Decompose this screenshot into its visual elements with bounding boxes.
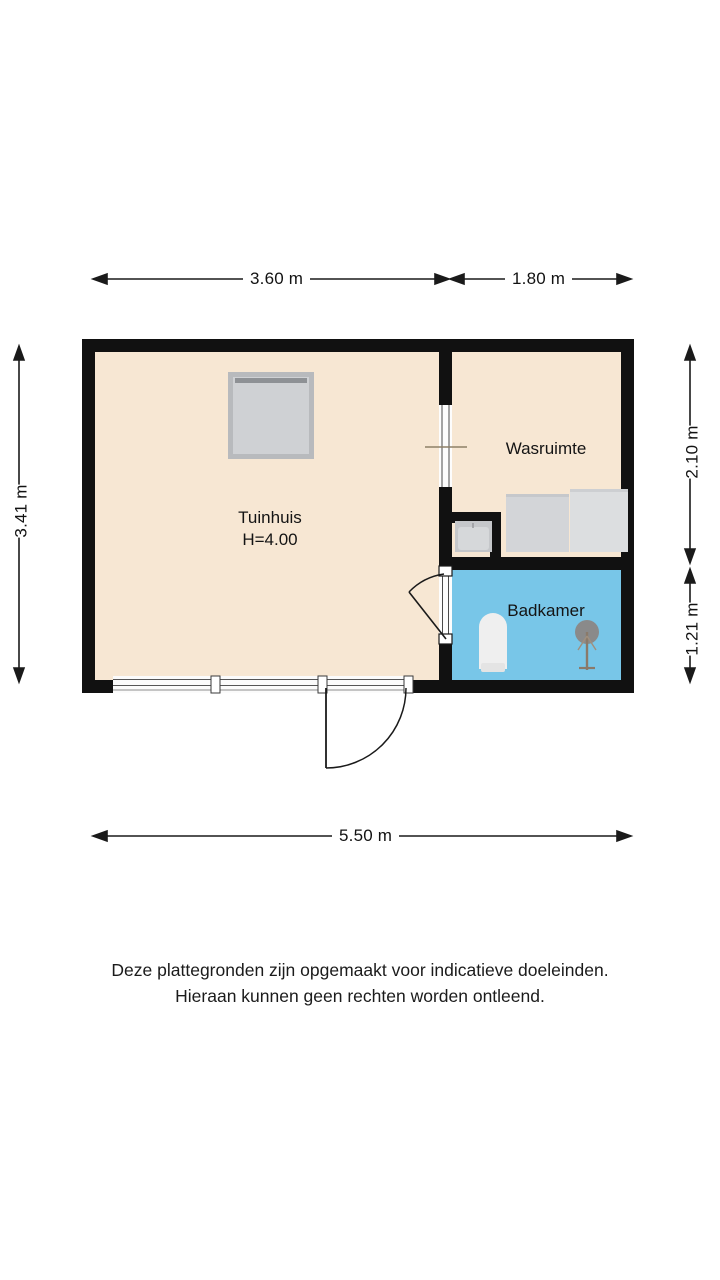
fixture-dryer	[570, 489, 628, 552]
fixture-washbasin	[455, 521, 492, 552]
room-height-tuinhuis: H=4.00	[242, 529, 298, 549]
opening-interior-window	[425, 405, 467, 487]
room-name-wasruimte: Wasruimte	[505, 439, 587, 458]
room-name-badkamer: Badkamer	[507, 601, 585, 620]
dimension-label-right-upper: 2.10 m	[676, 425, 709, 479]
disclaimer-note: Deze plattegronden zijn opgemaakt voor i…	[0, 958, 720, 1009]
dimension-label-top-left: 3.60 m	[243, 269, 311, 289]
fixture-toilet	[479, 613, 507, 672]
fixture-square-table	[228, 372, 314, 459]
dimension-label-right-lower: 1.21 m	[676, 602, 709, 656]
disclaimer-line-1: Deze plattegronden zijn opgemaakt voor i…	[111, 960, 609, 980]
opening-sliding-glass-wall	[113, 675, 414, 694]
dimension-label-top-right: 1.80 m	[505, 269, 573, 289]
fixture-shower-head	[575, 620, 599, 670]
room-label-tuinhuis: Tuinhuis H=4.00	[195, 507, 345, 551]
opening-bathroom-door	[408, 565, 453, 645]
opening-entrance-door	[325, 687, 407, 769]
dimension-label-left: 3.41 m	[5, 484, 38, 538]
room-name-tuinhuis: Tuinhuis	[238, 508, 302, 527]
room-label-wasruimte: Wasruimte	[461, 438, 631, 460]
disclaimer-line-2: Hieraan kunnen geen rechten worden ontle…	[175, 985, 545, 1006]
dimension-label-bottom: 5.50 m	[332, 826, 400, 846]
fixture-washing-machine	[506, 494, 569, 552]
room-label-badkamer: Badkamer	[461, 600, 631, 622]
